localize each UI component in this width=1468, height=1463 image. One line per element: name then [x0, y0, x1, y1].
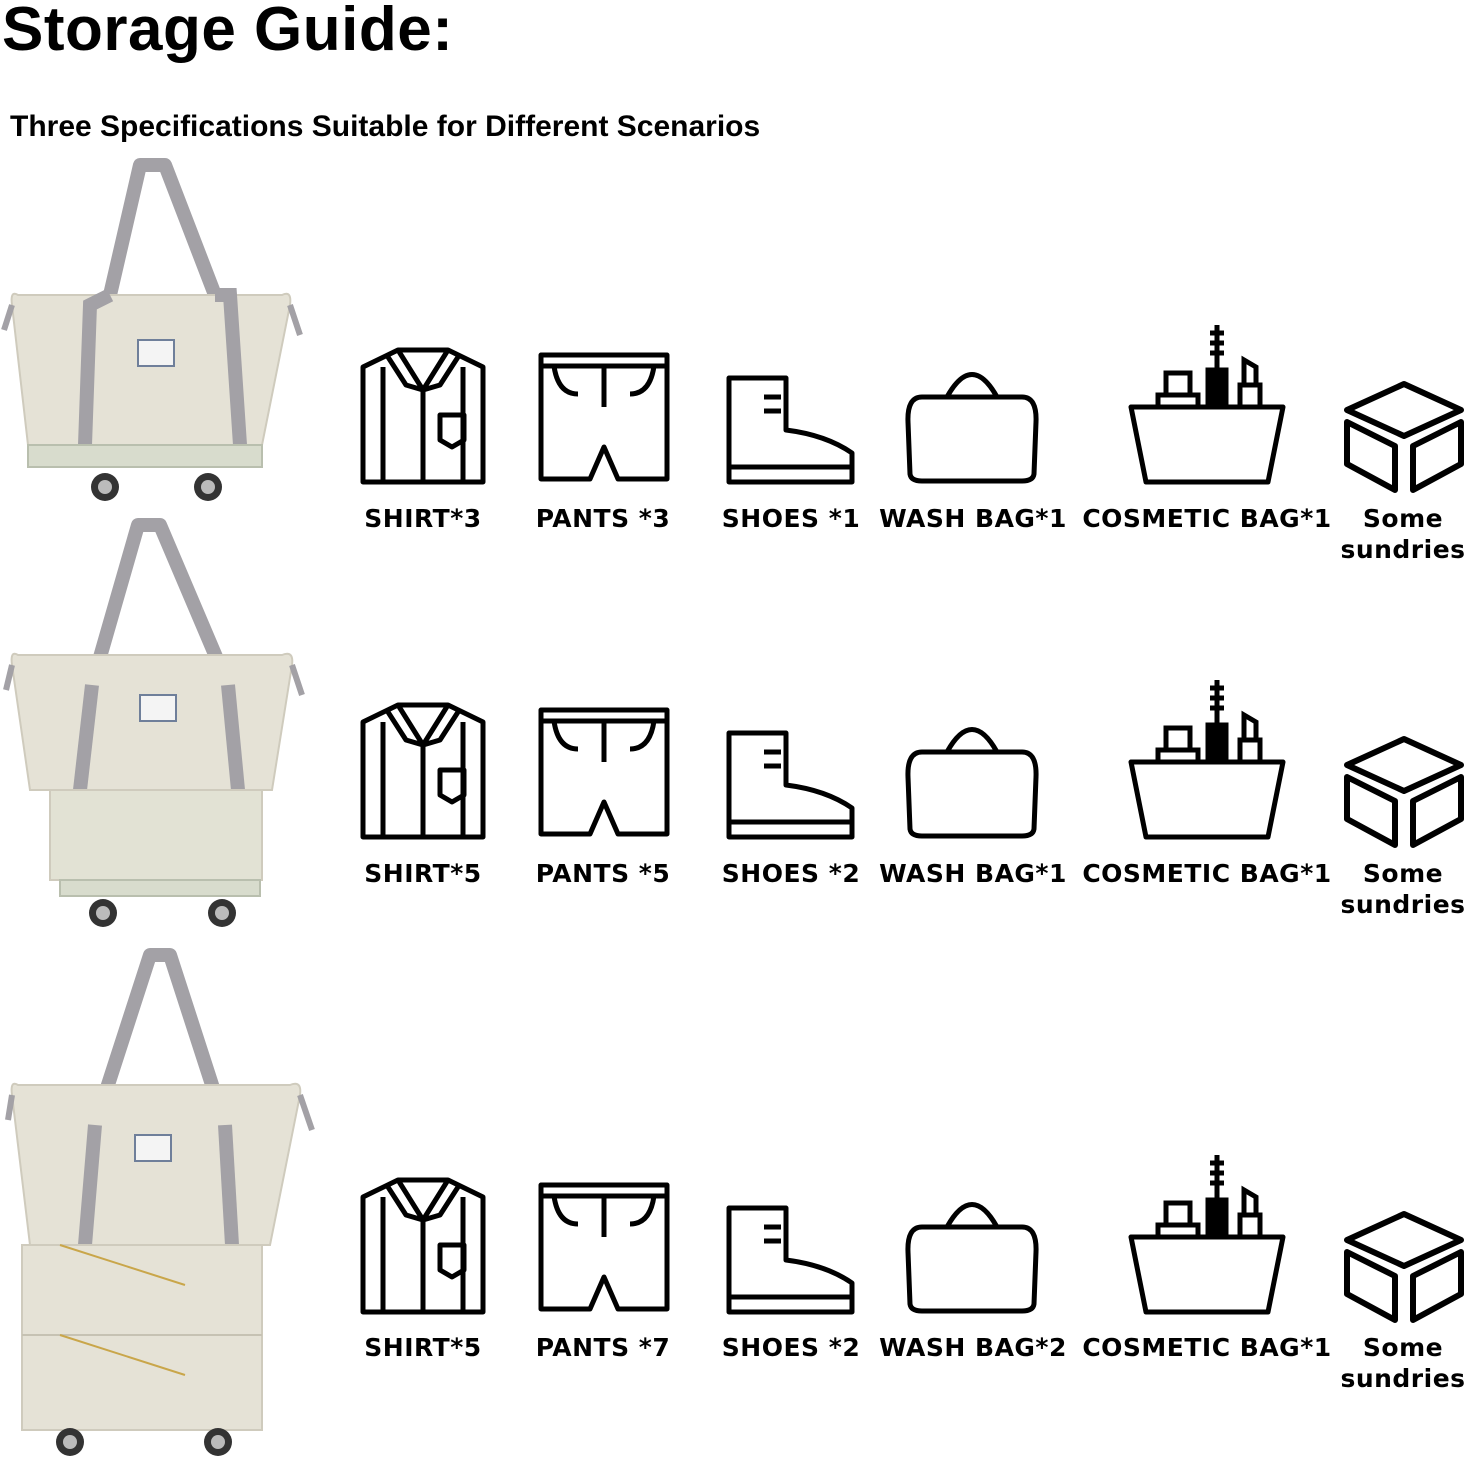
wash-bag-icon	[905, 372, 1039, 484]
cosmetic-bag-icon	[1128, 325, 1286, 485]
pants-label: PANTS *3	[535, 504, 671, 533]
pants-icon	[538, 707, 670, 837]
page-title: Storage Guide:	[2, 0, 454, 64]
box-icon	[1344, 1211, 1464, 1323]
bag-medium-icon	[3, 518, 305, 927]
wash-bag-label: WASH BAG*1	[879, 504, 1067, 533]
shirt-label: SHIRT*5	[364, 1333, 482, 1362]
shoes-label: SHOES *2	[721, 859, 861, 888]
shoes-label: SHOES *2	[721, 1333, 861, 1362]
pants-label: PANTS *7	[535, 1333, 671, 1362]
cosmetic-bag-label: COSMETIC BAG*1	[1082, 504, 1332, 533]
shoes-icon	[726, 730, 855, 840]
pants-label: PANTS *5	[535, 859, 671, 888]
sundries-label: Some sundries	[1340, 859, 1466, 919]
wash-bag-icon	[905, 727, 1039, 839]
bag-small-icon	[1, 158, 303, 501]
box-icon	[1344, 381, 1464, 493]
shoes-icon	[726, 375, 855, 485]
page-subtitle: Three Specifications Suitable for Differ…	[10, 110, 761, 143]
shirt-icon	[360, 702, 486, 840]
shirt-icon	[360, 1177, 486, 1315]
shoes-label: SHOES *1	[721, 504, 861, 533]
shoes-icon	[726, 1205, 855, 1315]
pants-icon	[538, 352, 670, 482]
cosmetic-bag-icon	[1128, 680, 1286, 840]
box-icon	[1344, 736, 1464, 848]
cosmetic-bag-label: COSMETIC BAG*1	[1082, 859, 1332, 888]
shirt-label: SHIRT*5	[364, 859, 482, 888]
pants-icon	[538, 1182, 670, 1312]
cosmetic-bag-icon	[1128, 1155, 1286, 1315]
shirt-icon	[360, 347, 486, 485]
wash-bag-icon	[905, 1202, 1039, 1314]
bag-large-icon	[5, 948, 315, 1456]
wash-bag-label: WASH BAG*2	[879, 1333, 1067, 1362]
cosmetic-bag-label: COSMETIC BAG*1	[1082, 1333, 1332, 1362]
sundries-label: Some sundries	[1340, 504, 1466, 564]
sundries-label: Some sundries	[1340, 1333, 1466, 1393]
wash-bag-label: WASH BAG*1	[879, 859, 1067, 888]
shirt-label: SHIRT*3	[364, 504, 482, 533]
